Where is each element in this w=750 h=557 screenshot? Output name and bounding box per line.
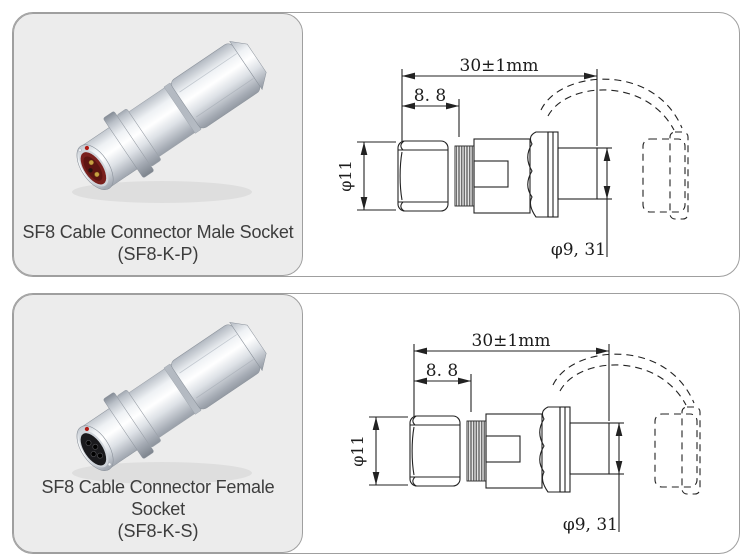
product-panel-female: SF8 Cable Connector Female Socket (SF8-K… xyxy=(12,293,740,554)
socket-hole-4 xyxy=(97,452,104,459)
socket-hole-2 xyxy=(92,443,99,450)
female-connector-face xyxy=(80,426,112,467)
socket-hole-3 xyxy=(90,451,97,457)
caption-title: SF8 Cable Connector Male Socket xyxy=(22,222,294,243)
socket-hole-1 xyxy=(85,440,92,446)
orientation-dot xyxy=(84,426,89,432)
dim-gland-length-label: 8. 8 xyxy=(414,86,446,106)
photo-shadow xyxy=(72,462,252,484)
rim-hole xyxy=(78,148,82,152)
caption-model-code: (SF8-K-P) xyxy=(117,244,199,265)
dim-gland-length-label: 8. 8 xyxy=(426,361,458,381)
photo-panel-male: SF8 Cable Connector Male Socket (SF8-K-P… xyxy=(13,13,303,276)
connector-photo-female xyxy=(63,308,278,487)
technical-drawing-female: 30±1mm 8. 8 φ11 φ9, 31 xyxy=(348,331,750,535)
caption-male: SF8 Cable Connector Male Socket (SF8-K-P… xyxy=(14,222,302,266)
photo-panel-female: SF8 Cable Connector Female Socket (SF8-K… xyxy=(13,294,303,553)
drawing-linework xyxy=(369,344,700,532)
product-panel-male: SF8 Cable Connector Male Socket (SF8-K-P… xyxy=(12,12,740,277)
dim-front-diameter-label: φ9, 31 xyxy=(563,515,618,535)
caption-model-code: (SF8-K-S) xyxy=(117,521,199,542)
dim-front-diameter-label: φ9, 31 xyxy=(551,240,606,260)
drawing-linework xyxy=(357,69,688,257)
dim-overall-length-label: 30±1mm xyxy=(460,56,539,76)
connector-photo-male xyxy=(63,27,278,206)
male-connector-face xyxy=(78,145,107,185)
photo-shadow xyxy=(72,181,252,203)
caption-title: SF8 Cable Connector Female Socket xyxy=(41,477,275,520)
dim-body-diameter-label: φ11 xyxy=(348,435,367,467)
orientation-dot xyxy=(84,145,89,151)
caption-female: SF8 Cable Connector Female Socket (SF8-K… xyxy=(14,477,302,543)
rim-hole xyxy=(107,462,112,467)
pin-gold-2 xyxy=(94,171,100,177)
dim-body-diameter-label: φ11 xyxy=(336,160,355,192)
pin-gold-1 xyxy=(88,159,94,166)
technical-drawing-male: 30±1mm 8. 8 φ11 φ9, 31 xyxy=(336,56,740,260)
dim-overall-length-label: 30±1mm xyxy=(472,331,551,351)
pin-dark xyxy=(88,168,93,173)
